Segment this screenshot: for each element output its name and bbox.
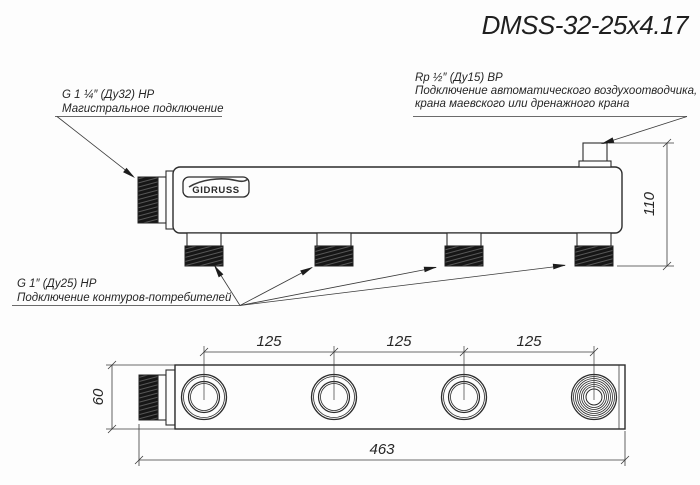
dim-tick [134,455,144,465]
dim-tick [107,360,117,370]
callout-air-vent-line3: крана маевского или дренажного крана [415,98,629,110]
leader-line [56,116,134,177]
callout-outlets-line2: Подключение контуров-потребителей [17,292,232,304]
manifold-body-front [172,166,623,234]
dim-tick [662,138,672,148]
callout-inlet-line2: Магистральное подключение [62,103,223,115]
callout-air-vent-line2: Подключение автоматического воздухоотвод… [415,85,697,97]
outlet-ports-front [184,232,614,267]
inlet-thread [137,176,159,224]
dim-value-pitch-1: 125 [256,333,282,350]
outlet-port [314,232,354,267]
callout-air-vent-line1: Rp ½″ (Ду15) ВР [415,72,503,84]
dim-value-pitch-3: 125 [516,333,542,350]
dim-tick [589,347,599,357]
air-vent-port [578,142,612,168]
leader-arrow-icon [123,167,135,178]
dimension-60: 60 [90,360,175,434]
outlet-port [444,232,484,267]
port-centerlines [203,346,595,400]
brand-swoosh-icon [188,178,248,188]
callout-outlets-line1: G 1″ (Ду25) НР [17,278,97,290]
dim-value-pitch-2: 125 [386,333,412,350]
callout-inlet-line1: G 1 ¼″ (Ду32) НР [62,89,155,101]
dim-tick [107,424,117,434]
leader-line [239,265,566,306]
brand-badge: GIDRUSS [182,176,250,198]
leader-arrow-icon [300,267,313,276]
inlet-fitting-bottom [138,369,176,426]
drawing-title: DMSS-32-25x4.17 [482,10,690,40]
dim-tick [329,347,339,357]
dim-value-depth: 60 [90,388,107,405]
inlet-smooth-band [157,176,167,224]
dim-value-height: 110 [641,191,658,216]
dim-tick [620,455,630,465]
brand-logo-text: GIDRUSS [192,185,239,196]
bottom-view: 125 125 125 60 463 [90,333,630,466]
callout-inlet: G 1 ¼″ (Ду32) НР Магистральное подключен… [55,89,223,178]
manifold-body-bottom [174,364,626,430]
inlet-fitting-front [137,170,175,230]
leader-line [239,267,437,306]
leader-arrow-icon [423,266,437,273]
leader-arrow-icon [214,265,224,278]
dim-tick [199,347,209,357]
dim-tick [662,261,672,271]
outlet-port [574,232,614,267]
leader-line [602,116,688,144]
front-view: GIDRUSS [137,138,674,271]
dim-value-length: 463 [369,441,395,458]
dimension-110: 110 [609,138,674,271]
callout-air-vent: Rp ½″ (Ду15) ВР Подключение автоматическ… [413,72,697,144]
dim-tick [459,347,469,357]
outlet-port [184,232,224,267]
air-vent-lip [578,160,612,168]
dimension-pitch-row: 125 125 125 [199,333,599,357]
air-vent-stub [582,142,608,164]
leader-arrow-icon [601,137,615,144]
leader-arrow-icon [552,263,566,270]
callout-outlets: G 1″ (Ду25) НР Подключение контуров-потр… [12,263,566,306]
leader-line [239,267,313,306]
dimension-463: 463 [134,424,630,466]
